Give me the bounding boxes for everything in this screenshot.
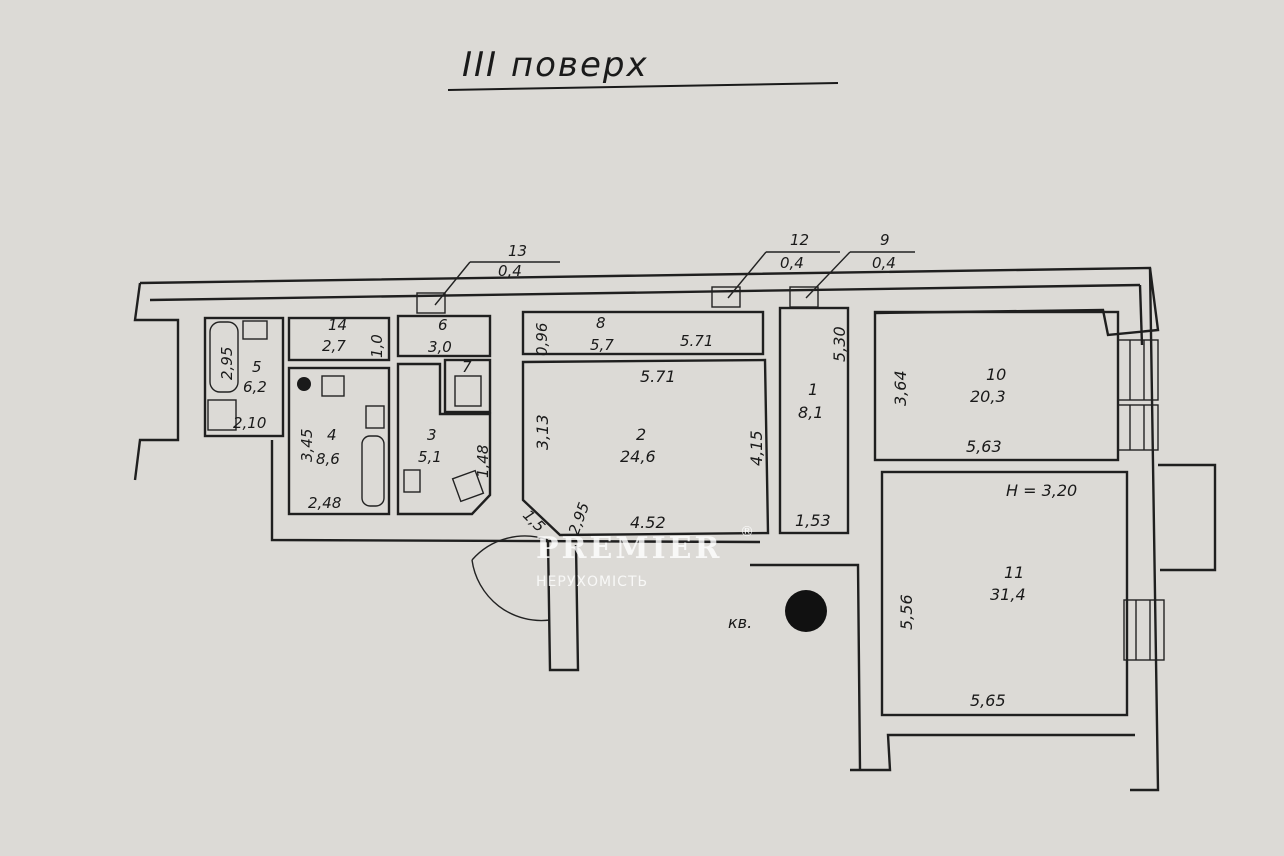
windows [1117, 339, 1165, 661]
dim-5-56: 5,56 [897, 594, 916, 630]
shaft-12-id: 12 [790, 231, 809, 249]
room-5-id: 5 [252, 358, 262, 376]
watermark-brand: PREMIER [536, 531, 722, 566]
room-11: 11 31,4 5,65 5,56 H = 3,20 [880, 470, 1129, 717]
room-11-id: 11 [1004, 563, 1024, 582]
entrance-door [471, 535, 580, 672]
room-14-id: 14 [328, 316, 347, 334]
room-6: 6 3,0 [396, 314, 492, 358]
room-8-area: 5,7 [590, 336, 614, 354]
dim-4-15: 4,15 [747, 430, 766, 466]
dim-5-65: 5,65 [970, 691, 1006, 710]
shaft-9-area: 0,4 [872, 254, 896, 272]
dim-0-96: 0,96 [533, 323, 551, 356]
room-10-area: 20,3 [970, 387, 1006, 406]
shaft-13-area: 0,4 [498, 262, 522, 280]
room-10: 10 20,3 5,63 3,64 [873, 310, 1120, 462]
room-3-id: 3 [427, 426, 437, 444]
room-2-living: 5.71 2 24,6 4.52 3,13 4,15 2,95 1,5 [519, 358, 770, 537]
dim-5-30: 5,30 [830, 326, 849, 362]
shaft-13: 13 0,4 [416, 242, 560, 314]
watermark-sub: НЕРУХОМІСТЬ [536, 574, 648, 590]
shaft-13-id: 13 [508, 242, 527, 260]
room-8-id: 8 [596, 314, 606, 332]
shaft-12-area: 0,4 [780, 254, 804, 272]
room-10-id: 10 [986, 365, 1006, 384]
room-6-id: 6 [438, 316, 448, 334]
dim-5-71-mid: 5.71 [640, 367, 676, 386]
closet-7-id: 7 [462, 358, 472, 376]
closet-7: 7 [443, 358, 492, 414]
watermark: PREMIER НЕРУХОМІСТЬ ® [536, 524, 755, 590]
room-5-area: 6,2 [243, 378, 267, 396]
dim-5-71-top: 5.71 [680, 332, 713, 350]
stair-walls [750, 563, 862, 771]
title-underline [447, 82, 839, 91]
room-1-id: 1 [808, 380, 818, 399]
dim-5-63: 5,63 [966, 437, 1002, 456]
room-5-kitchen: 5 6,2 2,10 2,95 [203, 316, 285, 438]
room-1-hall: 1 8,1 1,53 5,30 [778, 306, 850, 535]
room-6-area: 3,0 [428, 338, 452, 356]
dim-2-10: 2,10 [233, 414, 266, 432]
room-14-area: 2,7 [322, 337, 346, 355]
shaft-12: 12 0,4 [711, 231, 840, 308]
room-14: 14 2,7 1,0 [287, 316, 391, 362]
dim-2-95-kitchen: 2,95 [218, 347, 236, 380]
dim-1-0: 1,0 [368, 334, 386, 358]
apartment-label: кв. [728, 613, 752, 632]
room-1-area: 8,1 [798, 403, 823, 422]
room-4-area: 8,6 [316, 450, 340, 468]
ceiling-height: H = 3,20 [1006, 481, 1077, 500]
room-2-id: 2 [636, 425, 646, 444]
bottom-wall [270, 440, 761, 544]
dim-1-53: 1,53 [795, 511, 831, 530]
dim-3-45: 3,45 [298, 429, 316, 462]
outer-walls [133, 266, 1160, 792]
dim-4-52: 4.52 [630, 513, 666, 532]
floor-title: III поверх [462, 45, 649, 85]
dim-3-13: 3,13 [533, 414, 552, 450]
room-11-area: 31,4 [990, 585, 1026, 604]
dim-2-48: 2,48 [308, 494, 341, 512]
room-4-id: 4 [327, 426, 337, 444]
dim-3-64: 3,64 [891, 370, 910, 406]
watermark-registered: ® [740, 524, 755, 540]
shaft-9: 9 0,4 [789, 231, 915, 308]
balcony [1158, 463, 1217, 572]
room-3: 3 5,1 1,48 [396, 362, 492, 516]
room-2-area: 24,6 [620, 447, 656, 466]
room-8-corridor: 8 5,7 5.71 0,96 [521, 310, 765, 356]
dim-1-48: 1,48 [474, 445, 492, 478]
shaft-9-id: 9 [880, 231, 890, 249]
redaction-dot [785, 590, 827, 632]
room-3-area: 5,1 [418, 448, 442, 466]
room-4-bathroom: 4 8,6 2,48 3,45 [287, 366, 391, 516]
